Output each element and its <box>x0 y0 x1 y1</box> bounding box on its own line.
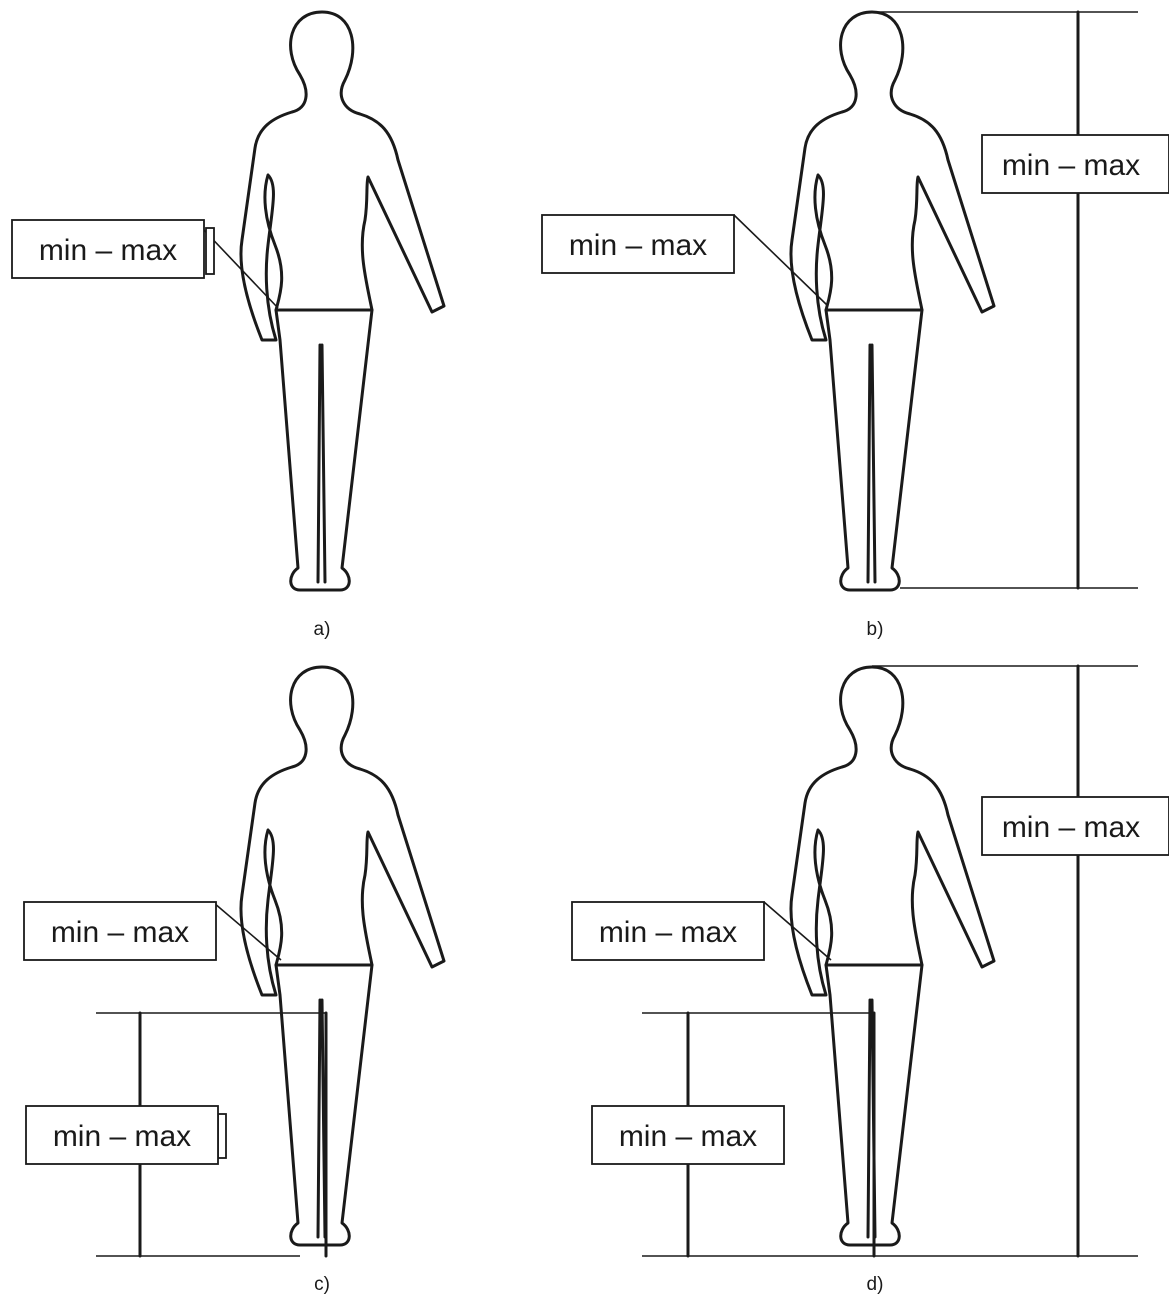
leg-label-d: min – max <box>619 1120 757 1153</box>
waist-label-box-d <box>571 901 765 961</box>
leg-label-c: min – max <box>53 1120 191 1153</box>
body-silhouette-c <box>239 665 446 1247</box>
waist-label-box-a <box>11 219 205 279</box>
waist-label-b: min – max <box>569 229 707 262</box>
panel-c: min – max min – max c) <box>23 665 446 1295</box>
height-label-d: min – max <box>1002 811 1140 844</box>
leg-box-shadow-c <box>217 1113 227 1159</box>
waist-label-a: min – max <box>39 234 177 267</box>
leg-label-box-c <box>25 1105 219 1165</box>
leg-label-box-d <box>591 1105 785 1165</box>
height-ticks-b <box>872 11 1138 589</box>
panel-a: min – max a) <box>11 10 446 640</box>
caption-a: a) <box>314 619 331 640</box>
panel-d: min – max min – max min – max d) <box>571 664 1169 1295</box>
waist-label-box-c <box>23 901 217 961</box>
waist-leader-b <box>733 214 829 307</box>
waist-leader-d <box>763 901 832 961</box>
body-silhouette-d <box>789 665 996 1247</box>
height-label-box-b <box>981 134 1169 194</box>
panel-b: min – max min – max b) <box>541 10 1169 640</box>
caption-d: d) <box>867 1274 884 1295</box>
caption-c: c) <box>314 1274 330 1295</box>
label-box-shadow-a <box>205 227 215 275</box>
body-silhouette-b <box>789 10 996 592</box>
ticks-d <box>642 665 1138 1257</box>
caption-b: b) <box>867 619 884 640</box>
leg-ticks-c <box>96 1012 326 1257</box>
waist-label-box-b <box>541 214 735 274</box>
waist-leader-c <box>213 902 282 961</box>
waist-label-d: min – max <box>599 916 737 949</box>
waist-label-c: min – max <box>51 916 189 949</box>
height-label-b: min – max <box>1002 149 1140 182</box>
height-label-box-d <box>981 796 1169 856</box>
